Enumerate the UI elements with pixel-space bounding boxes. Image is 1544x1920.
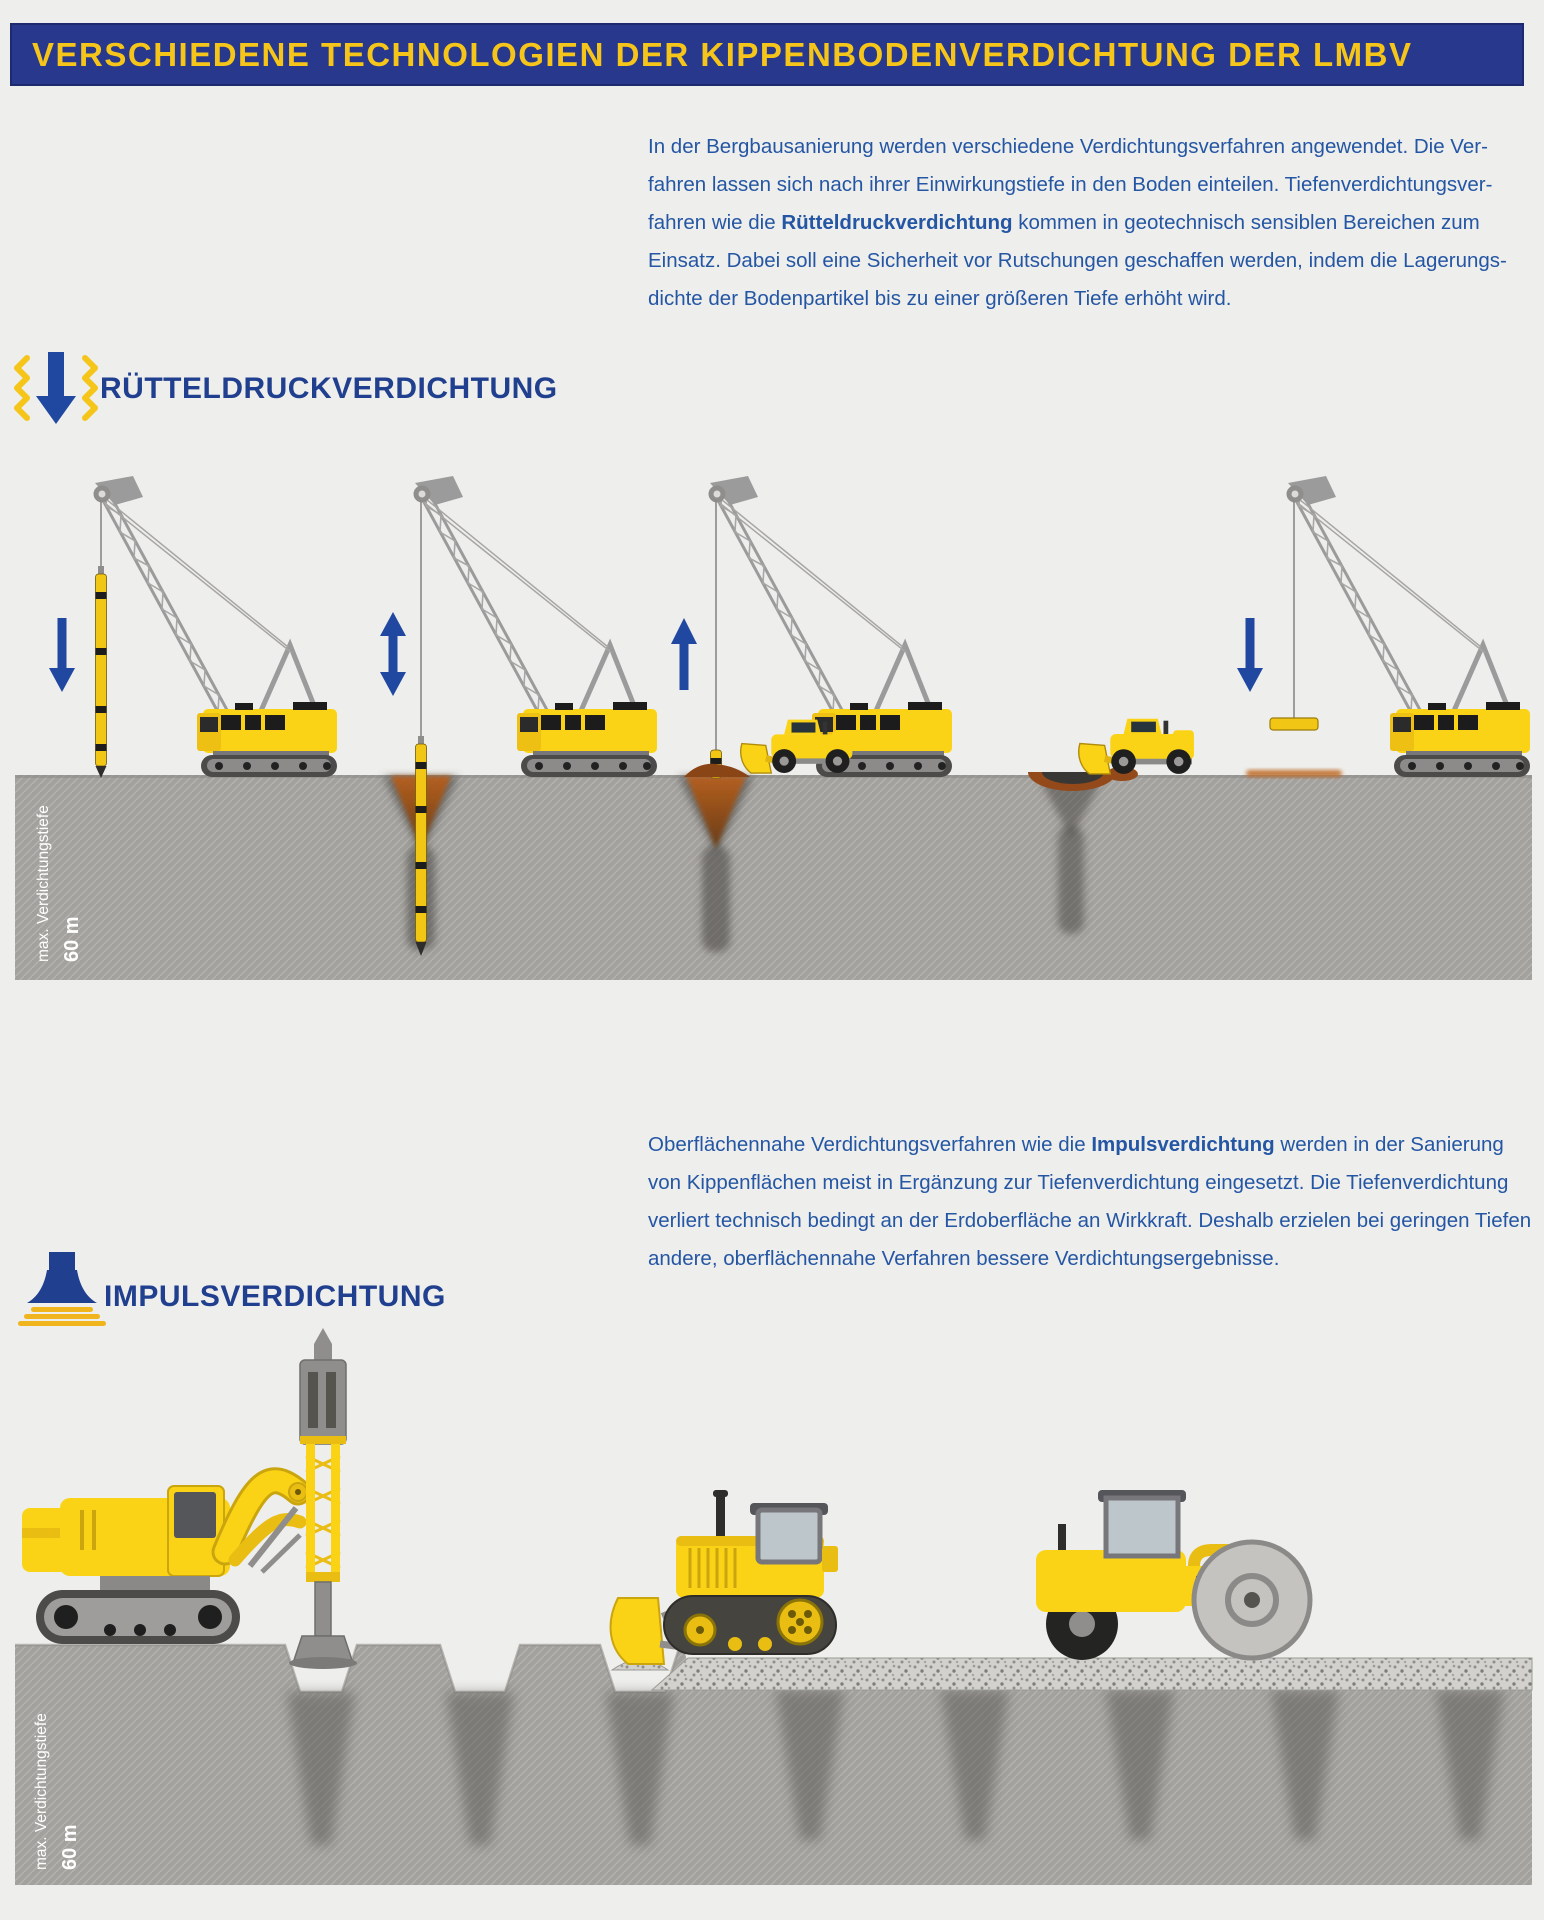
text-line: fahren lassen sich nach ihrer Einwirkung… [648, 173, 1493, 196]
wheel-loader-at-funnel [1079, 719, 1194, 774]
impulse-funnels [287, 1690, 1504, 1845]
intro-paragraph-impulse: Oberflächennahe Verdichtungsverfahren wi… [648, 1126, 1531, 1278]
title-bar: VERSCHIEDENE TECHNOLOGIEN DER KIPPENBODE… [10, 23, 1524, 86]
crawler-crane-backfilling [684, 476, 952, 778]
text-line: Oberflächennahe Verdichtungsverfahren wi… [648, 1133, 1504, 1156]
depth-label-text: max. Verdichtungstiefe [35, 805, 52, 962]
section-heading-ruetteldruck: RÜTTELDRUCKVERDICHTUNG [100, 372, 558, 406]
depth-label-surface: max. Verdichtungstiefe 60 m [33, 1713, 81, 1870]
vibration-down-arrow-icon [12, 350, 100, 433]
arrow-down-icon [49, 618, 75, 692]
text-line: In der Bergbausanierung werden verschied… [648, 135, 1488, 158]
section-title: RÜTTELDRUCKVERDICHTUNG [100, 372, 558, 405]
text-line: verliert technisch bedingt an der Erdobe… [648, 1209, 1532, 1232]
impact-tamper-icon [16, 1250, 108, 1331]
depth-label-text: max. Verdichtungstiefe [33, 1713, 50, 1870]
finished-compaction-funnel [1028, 767, 1138, 934]
crawler-crane-compaction-plate [1269, 476, 1530, 777]
impulse-compactor-excavator [22, 1328, 357, 1669]
arrow-up-icon [671, 618, 697, 690]
arrow-up-down-icon [380, 612, 406, 696]
text-line: fahren wie die Rütteldruckverdichtung ko… [648, 211, 1480, 234]
depth-value-text: 60 m [59, 1824, 81, 1870]
bulldozer [609, 1490, 838, 1665]
crawler-crane-lance-inserted [414, 476, 658, 956]
text-line: andere, oberflächennahe Verfahren besser… [648, 1247, 1280, 1270]
section-heading-impuls: IMPULSVERDICHTUNG [104, 1280, 446, 1314]
section-title: IMPULSVERDICHTUNG [104, 1280, 446, 1313]
impuls-scene: max. Verdichtungstiefe 60 m [15, 1328, 1533, 1885]
depth-value-text: 60 m [61, 916, 83, 962]
text-line: dichte der Bodenpartikel bis zu einer gr… [648, 287, 1232, 310]
depth-label-deep: max. Verdichtungstiefe 60 m [35, 805, 83, 962]
page-title: VERSCHIEDENE TECHNOLOGIEN DER KIPPENBODE… [32, 36, 1413, 73]
crawler-crane-lance-lowered [94, 476, 338, 778]
backfill-mound [684, 763, 750, 777]
compaction-plate [1269, 717, 1319, 731]
text-line: von Kippenflächen meist in Ergänzung zur… [648, 1171, 1509, 1194]
arrow-down-icon [1237, 618, 1263, 692]
ruetteldruck-scene: max. Verdichtungstiefe 60 m [15, 470, 1544, 980]
roller-compactor [1036, 1490, 1313, 1661]
text-line: Einsatz. Dabei soll eine Sicherheit vor … [648, 249, 1507, 272]
compaction-funnel-backfilled [678, 776, 754, 952]
intro-paragraph-deep-compaction: In der Bergbausanierung werden verschied… [648, 128, 1507, 318]
impulse-hammer-mast [289, 1328, 357, 1669]
compacted-surface-mark [1246, 770, 1342, 777]
soil-band-deep [15, 775, 1532, 980]
gravel-layer [610, 1657, 1533, 1691]
